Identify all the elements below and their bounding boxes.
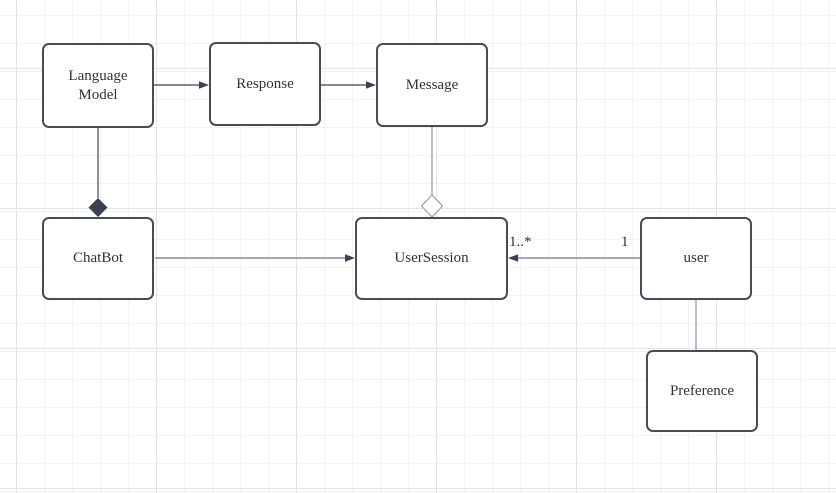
node-user[interactable]: user: [640, 217, 752, 300]
node-label: ChatBot: [72, 250, 123, 267]
edge-user-to-usersession[interactable]: [508, 254, 640, 262]
multiplicity-label: 1..*: [509, 234, 532, 250]
edge-chatbot-to-usersession[interactable]: [155, 254, 355, 262]
node-chatbot[interactable]: ChatBot: [42, 217, 154, 300]
node-label: Response: [236, 75, 294, 92]
node-label: Language Model: [68, 67, 128, 103]
multiplicity-label: 1: [621, 234, 629, 250]
node-message[interactable]: Message: [376, 43, 488, 127]
node-preference[interactable]: Preference: [646, 350, 758, 432]
node-label: user: [683, 250, 709, 267]
edge-language-model-to-chatbot[interactable]: [88, 128, 108, 217]
node-language-model[interactable]: Language Model: [42, 43, 154, 128]
edge-response-to-message[interactable]: [321, 81, 376, 89]
edge-message-to-usersession[interactable]: [420, 127, 444, 218]
node-response[interactable]: Response: [209, 42, 321, 126]
edge-language-model-to-response[interactable]: [154, 81, 209, 89]
node-label: Message: [405, 76, 459, 93]
node-usersession[interactable]: UserSession: [355, 217, 508, 300]
node-label: UserSession: [394, 250, 469, 267]
node-label: Preference: [669, 382, 735, 399]
